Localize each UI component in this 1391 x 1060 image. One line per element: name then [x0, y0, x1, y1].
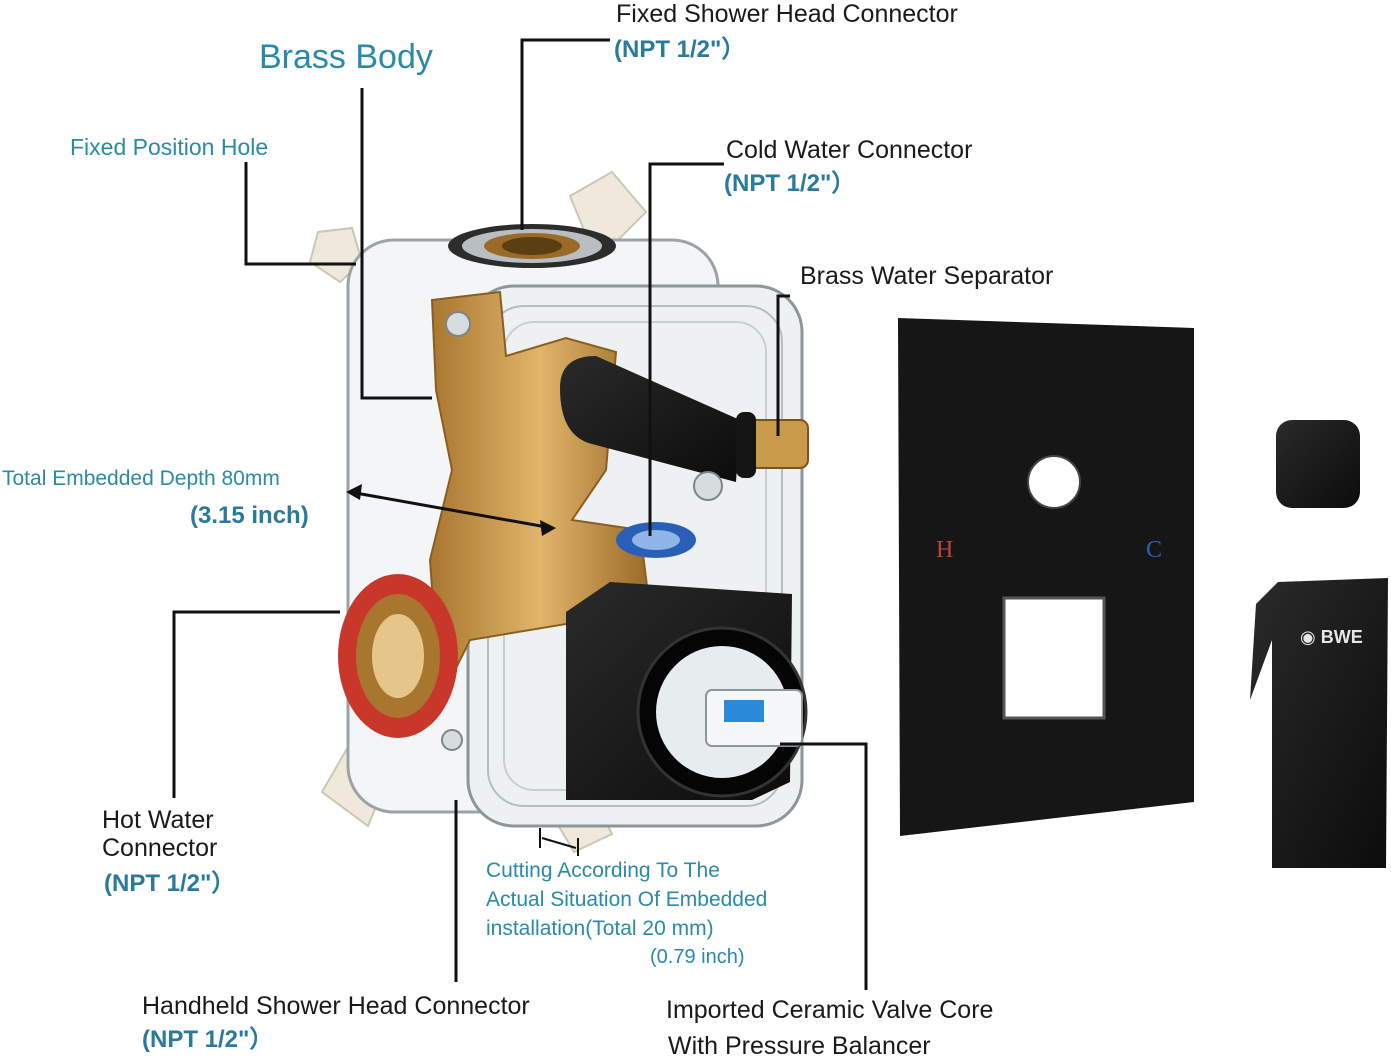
- handle-cap: [1276, 420, 1360, 508]
- hot-water-ring: [338, 574, 458, 738]
- label-depth-title: Total Embedded Depth 80mm: [2, 467, 280, 490]
- cold-water-ring: [616, 522, 696, 558]
- label-brass-separator: Brass Water Separator: [800, 262, 1054, 290]
- leader-line-fixed-position-hole: [244, 162, 356, 266]
- cover-plate: [898, 318, 1194, 836]
- label-handheld-title: Handheld Shower Head Connector: [142, 992, 530, 1020]
- screw-icon: [441, 311, 723, 751]
- label-hot-water-line1: Hot Water: [102, 806, 214, 834]
- label-fixed-shower-title: Fixed Shower Head Connector: [616, 0, 958, 28]
- brand-logo: ◉ BWE: [1300, 628, 1363, 646]
- leader-line-fixed-shower: [520, 38, 610, 230]
- depth-dimension-arrow: [346, 484, 556, 536]
- label-cutting-line1: Cutting According To The: [486, 859, 720, 882]
- cutting-dimension-arrow: [539, 828, 579, 856]
- cartridge-housing: [566, 582, 808, 800]
- brand-name: BWE: [1320, 627, 1363, 647]
- fixed-shower-outlet: [448, 224, 616, 268]
- leader-line-cold-water: [648, 162, 724, 536]
- label-cutting-line4: (0.79 inch): [650, 946, 745, 968]
- droplet-icon: ◉: [1300, 627, 1316, 647]
- label-brass-body: Brass Body: [259, 38, 433, 76]
- label-ceramic-line1: Imported Ceramic Valve Core: [666, 996, 994, 1024]
- label-handheld-spec: (NPT 1/2"）: [142, 1026, 274, 1053]
- label-ceramic-line2: With Pressure Balancer: [668, 1032, 931, 1060]
- plate-hot-mark: H: [936, 537, 954, 563]
- leader-line-ceramic: [780, 742, 868, 990]
- leader-line-hot-water: [172, 610, 340, 798]
- leader-line-brass-separator: [776, 294, 790, 436]
- label-fixed-shower-spec: (NPT 1/2"）: [614, 36, 746, 63]
- label-cold-water-title: Cold Water Connector: [726, 136, 973, 164]
- label-cold-water-spec: (NPT 1/2"）: [724, 170, 856, 197]
- label-cutting-line2: Actual Situation Of Embedded: [486, 888, 768, 911]
- plate-cold-mark: C: [1146, 537, 1163, 563]
- label-hot-water-line2: Connector: [102, 834, 218, 862]
- label-hot-water-spec: (NPT 1/2"）: [104, 870, 236, 897]
- leader-line-brass-body: [360, 88, 432, 400]
- lever-handle: [1250, 578, 1388, 868]
- label-depth-spec: (3.15 inch): [190, 502, 309, 529]
- label-fixed-position-hole: Fixed Position Hole: [70, 134, 269, 160]
- label-cutting-line3: installation(Total 20 mm): [486, 917, 714, 940]
